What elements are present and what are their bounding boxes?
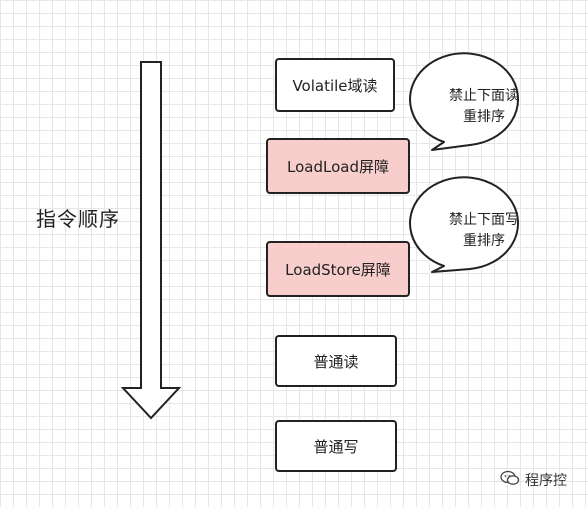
wechat-icon [500,470,520,490]
volatile-read-box: Volatile域读 [275,58,395,112]
bubble-write-text: 禁止下面写 重排序 [428,210,540,252]
speech-bubble-read [409,52,520,151]
bubble-read-text: 禁止下面读 重排序 [428,86,540,128]
instruction-order-label: 指令顺序 [36,207,120,231]
loadload-barrier-box: LoadLoad屏障 [266,138,410,194]
loadstore-barrier-box: LoadStore屏障 [266,241,410,297]
normal-read-box: 普通读 [275,335,397,387]
watermark-text: 程序控 [525,473,567,489]
normal-write-box: 普通写 [275,420,397,472]
bubble-write-line2: 重排序 [463,233,505,249]
instruction-order-arrow [120,61,182,420]
watermark: 程序控 [500,470,567,490]
bubble-read-line1: 禁止下面读 [449,88,519,104]
bubble-read-line2: 重排序 [463,109,505,125]
speech-bubble-write [409,176,520,273]
bubble-write-line1: 禁止下面写 [449,212,519,228]
